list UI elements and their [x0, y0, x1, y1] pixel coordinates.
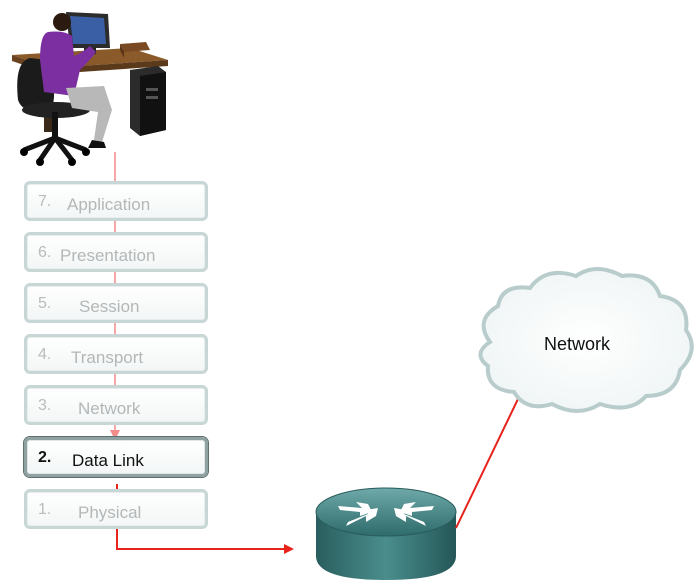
layer-physical: 1. Physical [24, 489, 208, 529]
layer-network: 3. Network [24, 385, 208, 425]
layer-name: Presentation [60, 246, 156, 265]
layer-name: Transport [71, 348, 144, 367]
layer-number: 5. [38, 295, 52, 312]
layer-number: 6. [38, 244, 52, 261]
layer-presentation: 6. Presentation [24, 232, 208, 272]
layer-number: 3. [38, 397, 52, 414]
network-cloud-label: Network [544, 334, 611, 354]
network-cloud-icon [478, 267, 694, 413]
layer-number: 2. [38, 449, 52, 466]
layer-name: Physical [78, 503, 142, 522]
layer-name: Application [67, 195, 151, 214]
layer-name: Data Link [72, 451, 144, 470]
layer-number: 7. [38, 193, 52, 210]
router-icon [315, 487, 457, 580]
layer-name: Network [78, 399, 141, 418]
layer-transport: 4. Transport [24, 334, 208, 374]
encapsulation-arrowhead [110, 430, 120, 440]
layer-number: 4. [38, 346, 52, 363]
user-at-computer-icon [12, 12, 168, 166]
layer-number: 1. [38, 501, 52, 518]
layer-data-link: 2. Data Link [24, 437, 208, 477]
layer-application: 7. Application [24, 181, 208, 221]
layer-name: Session [79, 297, 140, 316]
layer-session: 5. Session [24, 283, 208, 323]
